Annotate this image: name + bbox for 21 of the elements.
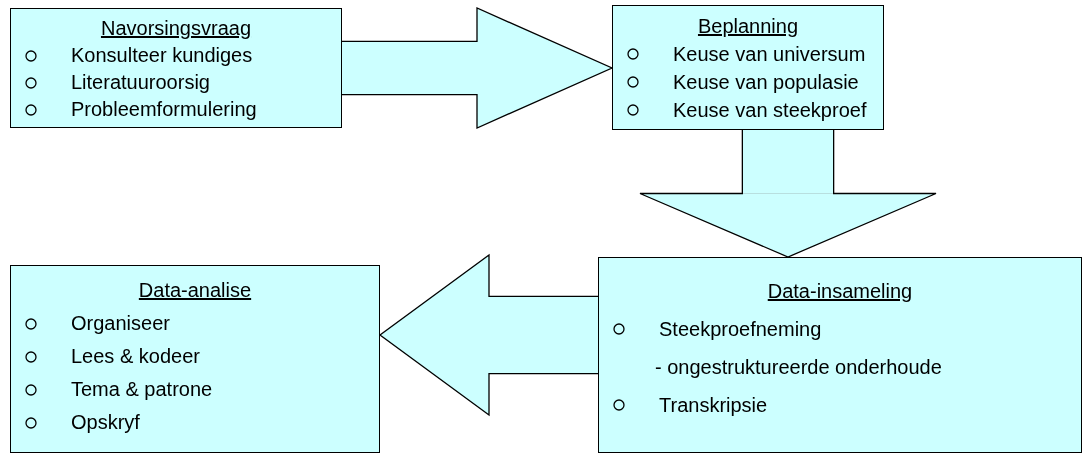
list-item: Keuse van populasie [673, 70, 859, 95]
list-item: Konsulteer kundiges [71, 43, 253, 68]
list-item: Literatuuroorsig [71, 70, 210, 95]
box-heading: Beplanning [697, 15, 799, 37]
box-heading: Data-analise [138, 279, 252, 301]
list-item: Lees & kodeer [71, 344, 200, 369]
list-item: Keuse van steekproef [673, 98, 867, 123]
list-item: Steekproefneming [659, 317, 822, 342]
list-item: Opskryf [71, 410, 140, 435]
box-heading: Data-insameling [767, 280, 913, 302]
box-heading: Navorsingsvraag [100, 17, 252, 39]
list-item: Probleemformulering [71, 97, 257, 122]
list-item: Transkripsie [659, 393, 768, 418]
process-box [612, 5, 884, 130]
list-item: Organiseer [71, 311, 170, 336]
process-box [10, 8, 342, 128]
list-item: Keuse van universum [673, 42, 866, 67]
list-item: Tema & patrone [71, 377, 213, 402]
process-box [10, 265, 380, 453]
list-item: - ongestruktureerde onderhoude [655, 355, 942, 380]
process-box [598, 257, 1082, 453]
